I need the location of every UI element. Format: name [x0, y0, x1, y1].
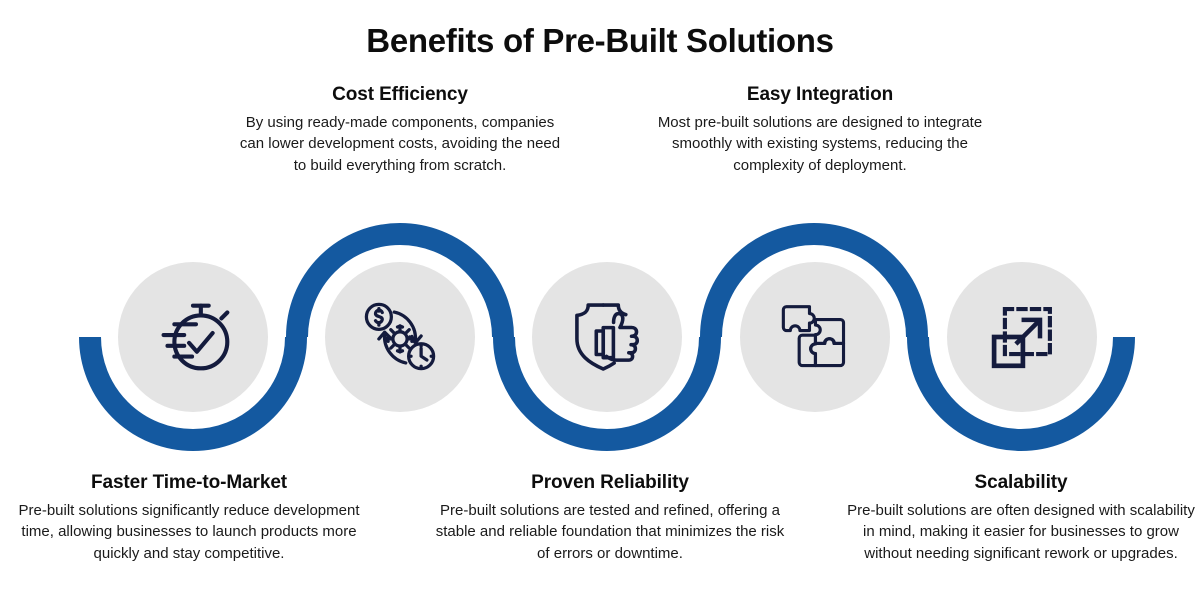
node-circle-proven-reliability[interactable] — [532, 262, 682, 412]
puzzle-pieces-icon — [781, 305, 846, 368]
node-circle-scalability[interactable] — [947, 262, 1097, 412]
caption-scalability: Scalability Pre-built solutions are ofte… — [841, 472, 1200, 564]
node-circle-faster-time-to-market[interactable] — [118, 262, 268, 412]
caption-title: Faster Time-to-Market — [90, 472, 288, 493]
caption-title: Easy Integration — [746, 84, 894, 105]
stopwatch-speed-check-icon — [161, 303, 230, 371]
expand-scale-arrow-icon — [991, 307, 1052, 369]
caption-body: By using ready-made components, companie… — [239, 114, 561, 174]
node-circle-cost-efficiency[interactable] — [325, 262, 475, 412]
caption-title: Proven Reliability — [531, 472, 689, 493]
wave-arc-2 — [286, 223, 514, 338]
caption-body: Pre-built solutions are tested and refin… — [435, 502, 785, 562]
caption-body: Most pre-built solutions are designed to… — [657, 114, 983, 174]
caption-cost-efficiency: Cost Efficiency By using ready-made comp… — [235, 84, 565, 176]
shield-thumbs-up-icon — [575, 303, 640, 371]
node-circle-easy-integration[interactable] — [740, 262, 890, 412]
caption-easy-integration: Easy Integration Most pre-built solution… — [655, 84, 985, 176]
caption-faster-time-to-market: Faster Time-to-Market Pre-built solution… — [9, 472, 369, 564]
wave-arc-4 — [700, 223, 928, 338]
page-title: Benefits of Pre-Built Solutions — [366, 22, 834, 59]
caption-body: Pre-built solutions significantly reduce… — [18, 502, 360, 562]
money-gear-clock-cycle-icon — [364, 302, 436, 371]
caption-body: Pre-built solutions are often designed w… — [847, 502, 1195, 562]
wave-arc-5 — [907, 336, 1135, 451]
wave-arc-3 — [493, 336, 721, 451]
caption-title: Cost Efficiency — [332, 84, 468, 105]
caption-title: Scalability — [974, 472, 1068, 493]
wave-arc-1 — [79, 336, 307, 451]
caption-proven-reliability: Proven Reliability Pre-built solutions a… — [430, 472, 790, 564]
